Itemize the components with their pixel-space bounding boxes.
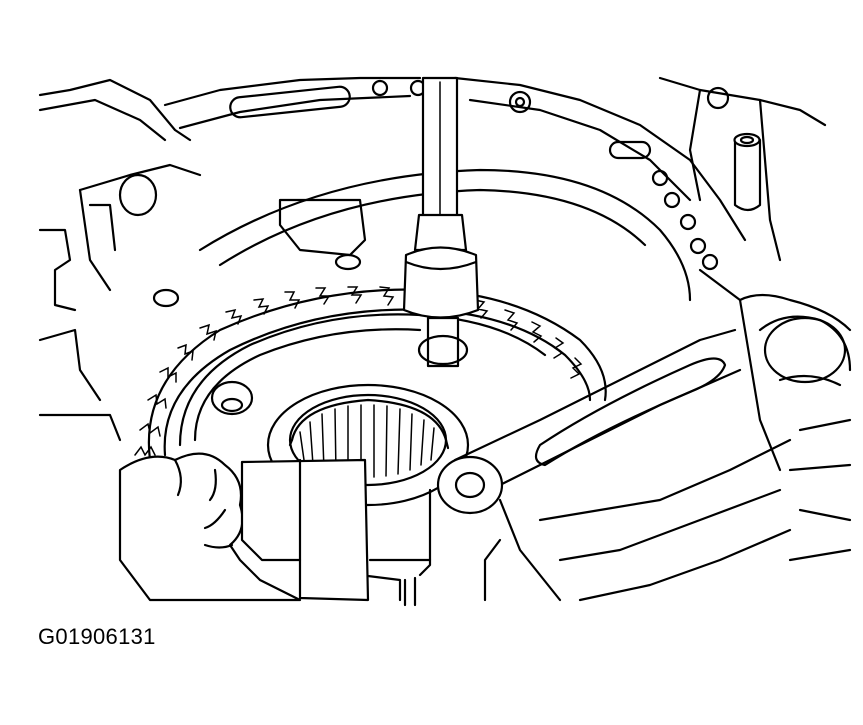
transmission-case <box>38 76 852 562</box>
tool-rod <box>402 76 480 368</box>
case-lower-right <box>436 328 792 602</box>
figure-id: G01906131 <box>38 624 156 649</box>
hand <box>118 452 370 602</box>
carrier-hub <box>178 313 547 607</box>
ring-gear <box>134 286 607 462</box>
